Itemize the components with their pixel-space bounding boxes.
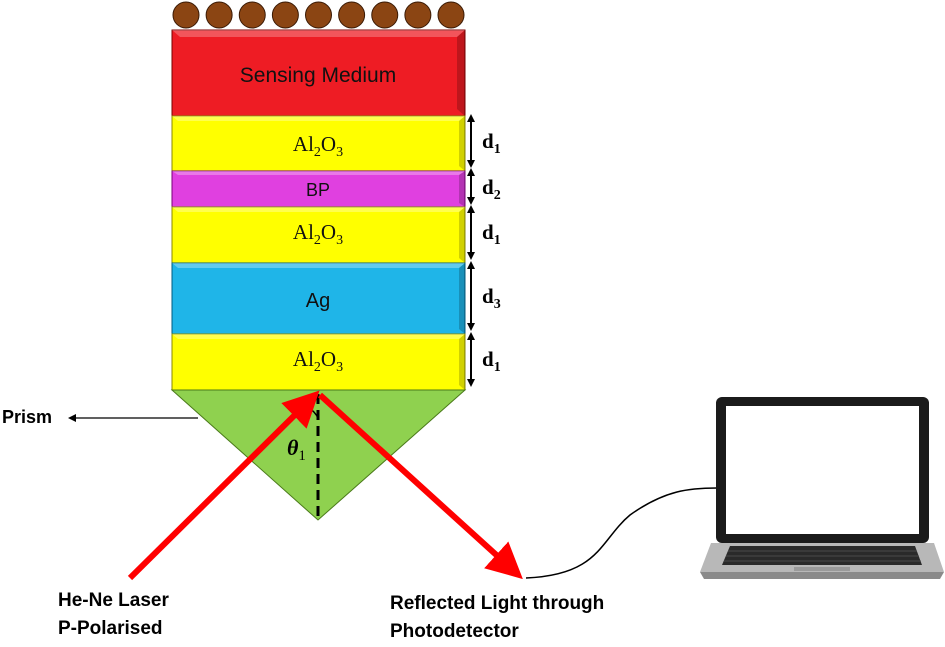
angle-label: θ1 [287, 435, 306, 464]
layer-stack: Sensing Medium Al2O3 BP Al2O3 [171, 29, 466, 391]
reflected-label-line1: Reflected Light through [390, 593, 604, 614]
incident-beam [127, 390, 320, 581]
nanoparticle [338, 1, 366, 29]
al2o3-layer-middle: Al2O3 [171, 206, 466, 264]
nanoparticle [205, 1, 233, 29]
sensing-medium-label: Sensing Medium [240, 64, 396, 87]
al2o3-layer-top: Al2O3 [171, 115, 466, 172]
al2o3-label: Al2O3 [293, 347, 343, 375]
ag-layer: Ag [171, 262, 466, 335]
thickness-label-d1: d1 [482, 347, 501, 375]
prism: θ1 [170, 389, 467, 521]
detector-cable [525, 487, 718, 579]
bp-label: BP [306, 180, 330, 200]
nanoparticle [271, 1, 299, 29]
laptop-keyboard [722, 546, 922, 565]
laser-label-line1: He-Ne Laser [58, 590, 169, 611]
nanoparticle [437, 1, 465, 29]
nanoparticle [238, 1, 266, 29]
laser-label-line2: P-Polarised [58, 618, 163, 639]
light-path [127, 390, 523, 581]
laptop-screen [726, 406, 919, 534]
thickness-label-d2: d2 [482, 175, 501, 203]
reflected-label-line2: Photodetector [390, 621, 519, 642]
bp-layer: BP [171, 170, 466, 208]
ag-label: Ag [306, 290, 330, 312]
nanoparticle [305, 1, 332, 29]
prism-label: Prism [2, 407, 52, 427]
nanoparticle [404, 1, 432, 29]
al2o3-label: Al2O3 [293, 132, 343, 160]
prism-callout: Prism [2, 407, 198, 427]
al2o3-layer-bottom: Al2O3 [171, 333, 466, 391]
reflected-beam [317, 392, 523, 580]
sensing-medium-layer: Sensing Medium [171, 29, 466, 117]
al2o3-label: Al2O3 [293, 220, 343, 248]
nanoparticle [371, 1, 399, 29]
thickness-label-d1: d1 [482, 129, 501, 157]
laptop-icon [700, 397, 944, 579]
thickness-label-d1: d1 [482, 220, 501, 248]
nanoparticle-row [172, 1, 465, 29]
thickness-label-d3: d3 [482, 284, 501, 312]
laptop-trackpad [794, 567, 850, 571]
nanoparticle [172, 1, 200, 29]
